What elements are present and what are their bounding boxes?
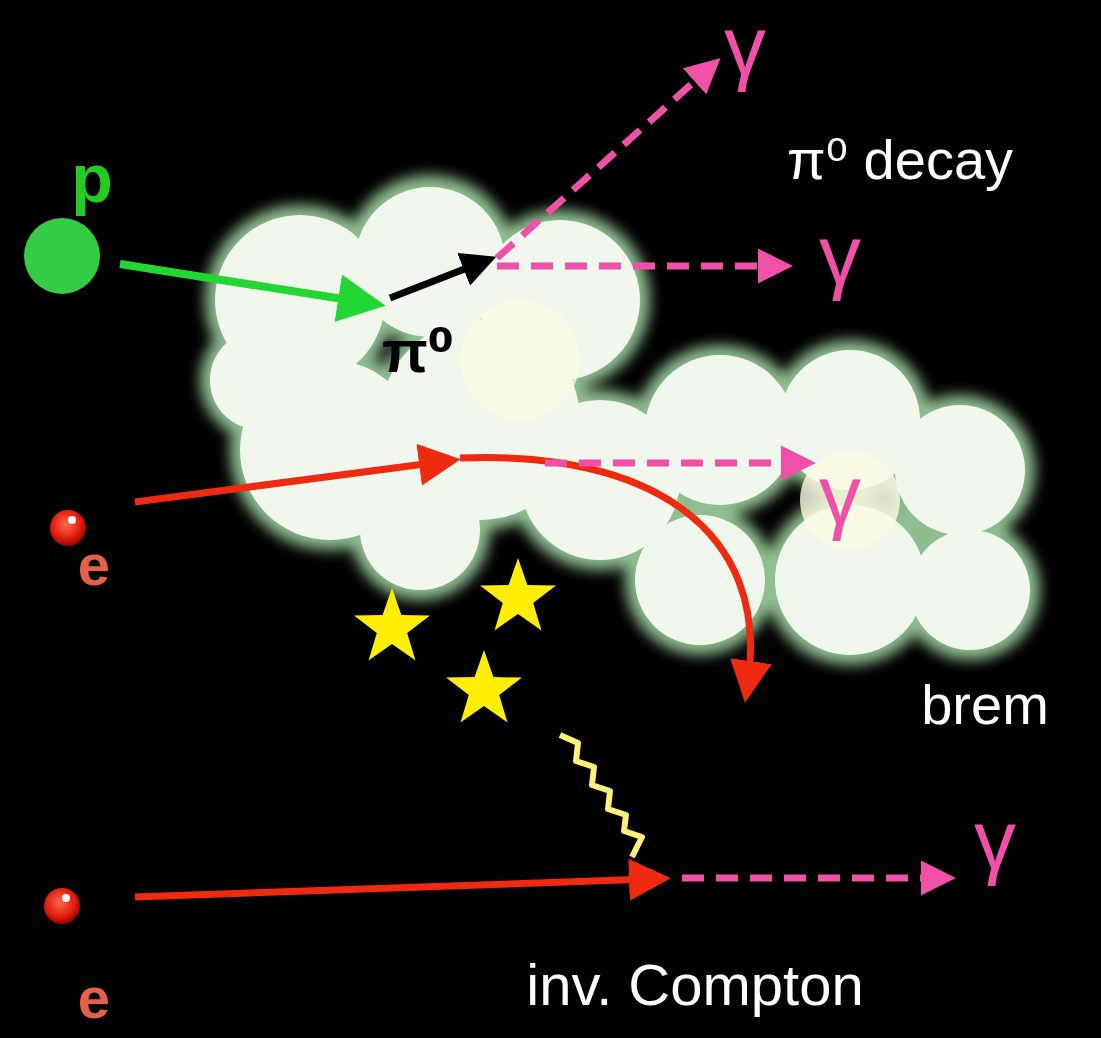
process-label: π⁰ decay	[787, 132, 1013, 188]
electron-label: e	[78, 969, 110, 1027]
gamma-label: γ	[819, 213, 861, 297]
gamma-label: γ	[974, 798, 1016, 882]
proton-label: p	[71, 144, 113, 212]
gamma-label: γ	[819, 453, 861, 537]
gamma-label: γ	[724, 4, 766, 88]
particle-label: π⁰	[382, 322, 454, 382]
electron-label: e	[78, 536, 110, 594]
process-label: brem	[921, 677, 1049, 733]
process-label: inv. Compton	[526, 956, 863, 1014]
